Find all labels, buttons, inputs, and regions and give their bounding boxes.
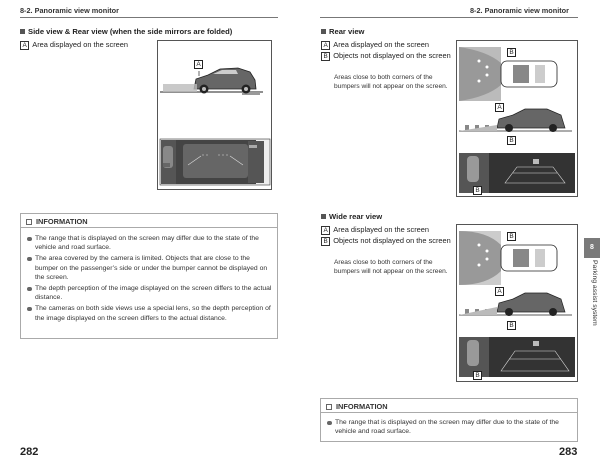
left-info-bullet: The area covered by the camera is limite… xyxy=(26,254,272,282)
left-info-bullet: The cameras on both side views use a spe… xyxy=(26,304,272,322)
figure-label-a: A xyxy=(194,60,203,69)
left-section-title-text: Side view & Rear view (when the side mir… xyxy=(28,27,233,36)
right-information-title: INFORMATION xyxy=(336,402,388,411)
tag-a: A xyxy=(321,41,331,50)
chapter-number-tab: 8 xyxy=(584,238,600,258)
chapter-label-tab: Parking assist system xyxy=(584,260,600,340)
left-section-title: Side view & Rear view (when the side mir… xyxy=(20,27,232,36)
right-info-bullet: The range that is displayed on the scree… xyxy=(326,418,572,436)
wide-rear-note: Areas close to both corners of the bumpe… xyxy=(334,259,448,275)
rear-view-title: Rear view xyxy=(321,27,364,36)
figure-label-b: B xyxy=(507,232,516,241)
square-bullet-icon xyxy=(321,29,326,34)
side-view-figure: A xyxy=(157,40,272,190)
left-header-rule xyxy=(20,17,278,18)
rear-view-title-text: Rear view xyxy=(329,27,365,36)
left-running-header: 8-2. Panoramic view monitor xyxy=(20,6,119,15)
right-page-number: 283 xyxy=(559,446,578,458)
left-item-a-text: Area displayed on the screen xyxy=(32,40,128,49)
rear-note: Areas close to both corners of the bumpe… xyxy=(334,74,448,90)
figure-label-b: B xyxy=(507,48,516,57)
figure-label-a: A xyxy=(495,103,504,112)
right-header-rule xyxy=(320,17,578,18)
left-page-number: 282 xyxy=(20,446,39,458)
left-information-header: INFORMATION xyxy=(21,214,277,228)
tag-a: A xyxy=(321,226,331,235)
wide-rear-view-figure: B A B B xyxy=(456,224,578,382)
wide-rear-item-b-text: Objects not displayed on the screen xyxy=(333,236,451,245)
figure-label-b: B xyxy=(473,371,482,380)
tag-b: B xyxy=(321,52,331,61)
rear-item-b-text: Objects not displayed on the screen xyxy=(333,51,451,60)
square-bullet-icon xyxy=(20,29,25,34)
figure-label-b: B xyxy=(507,321,516,330)
wide-rear-view-title-text: Wide rear view xyxy=(329,212,383,221)
info-icon xyxy=(26,219,32,225)
chapter-label-text: Parking assist system xyxy=(591,260,598,326)
rear-view-illustration xyxy=(459,47,575,193)
left-info-bullet: The depth perception of the image displa… xyxy=(26,284,272,302)
left-information-title: INFORMATION xyxy=(36,217,88,226)
right-information-header: INFORMATION xyxy=(321,399,577,413)
figure-label-a: A xyxy=(495,287,504,296)
rear-item-a-text: Area displayed on the screen xyxy=(333,40,429,49)
info-icon xyxy=(326,404,332,410)
right-information-box: INFORMATION The range that is displayed … xyxy=(320,398,578,442)
wide-rear-view-illustration xyxy=(459,231,575,377)
wide-rear-view-title: Wide rear view xyxy=(321,212,382,221)
tag-a: A xyxy=(20,41,30,50)
wide-rear-item-a-text: Area displayed on the screen xyxy=(333,225,429,234)
figure-label-b: B xyxy=(507,136,516,145)
rear-view-figure: B A B B xyxy=(456,40,578,197)
left-information-box: INFORMATION The range that is displayed … xyxy=(20,213,278,339)
figure-label-b: B xyxy=(473,186,482,195)
right-running-header: 8-2. Panoramic view monitor xyxy=(470,6,569,15)
square-bullet-icon xyxy=(321,214,326,219)
left-info-bullet: The range that is displayed on the scree… xyxy=(26,234,272,252)
side-view-illustration xyxy=(159,67,271,186)
tag-b: B xyxy=(321,237,331,246)
